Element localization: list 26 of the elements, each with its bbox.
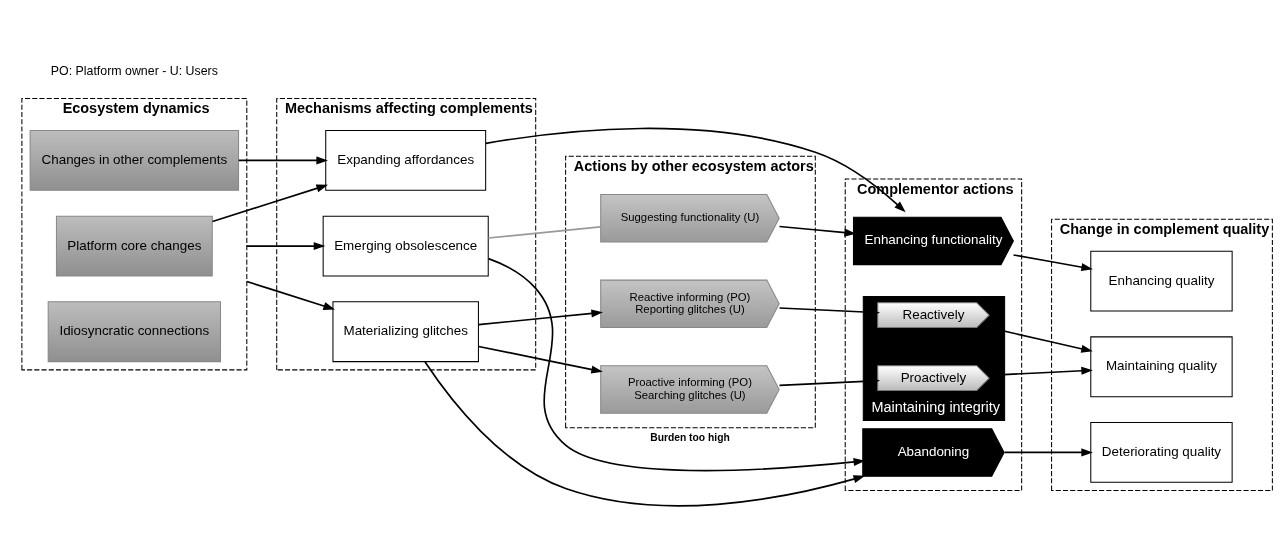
arrow [778, 377, 880, 387]
arrow [423, 360, 865, 507]
node-box: Changes in other complements [29, 130, 239, 191]
node-box: Idiosyncratic connections [47, 301, 221, 363]
node-box: Deteriorating quality [1089, 422, 1233, 483]
arrow [245, 280, 335, 310]
node-box: Emerging obsolescence [322, 215, 489, 277]
node-box: Expanding affordances [324, 130, 486, 191]
node-box: Maintaining quality [1089, 336, 1233, 398]
node-box: Enhancing quality [1089, 250, 1233, 312]
arrow [487, 257, 865, 472]
edge-label: Burden too high [649, 432, 730, 444]
connector [487, 226, 601, 239]
arrow [211, 184, 328, 223]
arrow [1012, 254, 1093, 272]
arrow [477, 309, 603, 326]
arrow [778, 225, 856, 237]
arrow [245, 242, 325, 251]
arrow [237, 156, 328, 165]
arrow [1003, 448, 1093, 457]
node-box: Platform core changes [55, 215, 213, 277]
arrow [477, 345, 603, 374]
arrow [484, 127, 906, 213]
label: PO: Platform owner - U: Users [50, 63, 218, 78]
arrow [778, 307, 880, 317]
node-box: Materializing glitches [331, 301, 479, 363]
